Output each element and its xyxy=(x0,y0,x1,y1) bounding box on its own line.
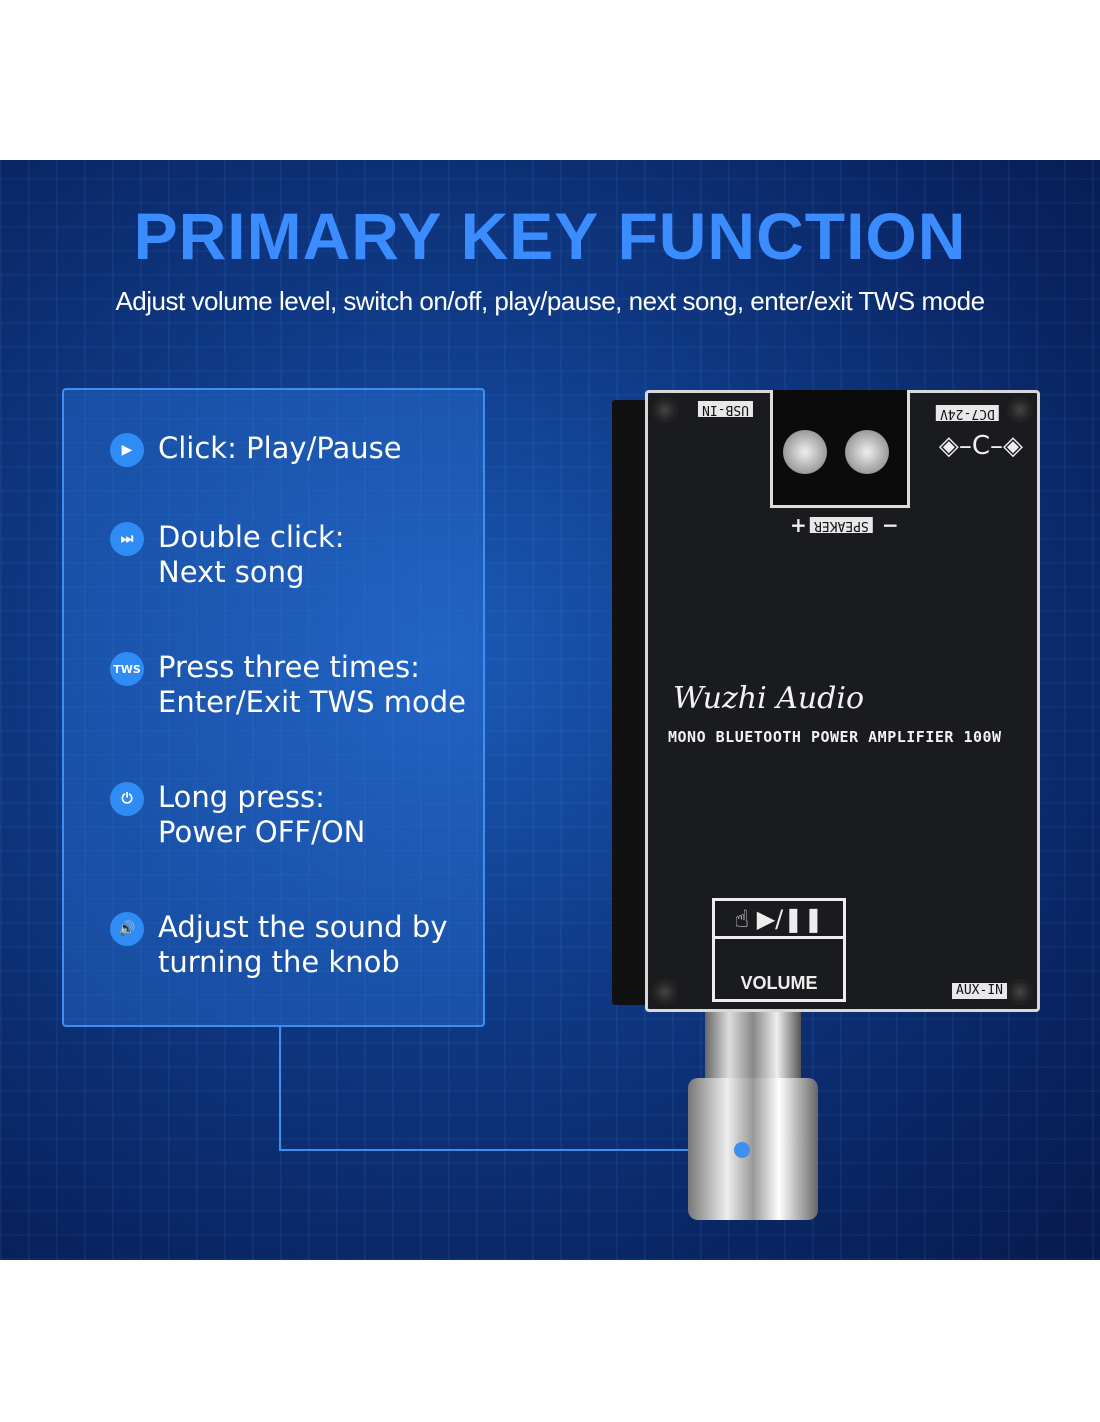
tws-icon: TWS xyxy=(110,652,144,686)
play-pause-icon: ☝ ▶/❚❚ xyxy=(715,901,843,939)
function-item: ▶ Click: Play/Pause xyxy=(110,431,402,467)
speaker-minus: − xyxy=(882,513,899,537)
connector-dot xyxy=(734,1142,750,1158)
terminal-screw xyxy=(845,430,889,474)
screw-icon xyxy=(1007,397,1033,423)
subtitle: Adjust volume level, switch on/off, play… xyxy=(115,286,985,316)
functions-panel: ▶ Click: Play/Pause ⏭ Double click:Next so… xyxy=(62,388,485,1027)
function-label: Press three times: xyxy=(158,650,420,684)
volume-knob xyxy=(688,1078,818,1220)
function-item: TWS Press three times:Enter/Exit TWS mode xyxy=(110,650,466,720)
function-label: Click: Play/Pause xyxy=(158,431,402,465)
page-title: PRIMARY KEY FUNCTION xyxy=(133,199,967,273)
function-label: Double click: xyxy=(158,520,345,554)
function-desc: Power OFF/ON xyxy=(158,815,366,849)
dc-polarity-icon: ◈–C–◈ xyxy=(938,431,1023,461)
play-icon: ▶ xyxy=(110,433,144,467)
speaker-plus: + xyxy=(790,513,807,537)
function-item: ⏭ Double click:Next song xyxy=(110,520,345,590)
volume-diagram: ☝ ▶/❚❚ VOLUME xyxy=(712,898,846,1002)
next-track-icon: ⏭ xyxy=(110,522,144,556)
function-item: ⏻ Long press:Power OFF/ON xyxy=(110,780,365,850)
function-desc: turning the knob xyxy=(158,945,400,979)
knob-shaft xyxy=(705,1012,801,1080)
screw-icon xyxy=(652,397,678,423)
amplifier-board: USB-IN + SPEAKER − DC7-24V ◈–C–◈ Wuzhi A… xyxy=(645,390,1040,1012)
speaker-terminal xyxy=(770,390,910,508)
model-text: MONO BLUETOOTH POWER AMPLIFIER 100W xyxy=(668,728,1002,746)
dc-label: DC7-24V xyxy=(936,405,999,421)
brand-logo: Wuzhi Audio xyxy=(673,681,865,716)
screw-icon xyxy=(1007,979,1033,1005)
aux-label: AUX-IN xyxy=(952,983,1007,999)
connector-line xyxy=(279,1149,741,1151)
board-side xyxy=(612,400,648,1005)
volume-label: VOLUME xyxy=(740,973,818,993)
speaker-label: SPEAKER xyxy=(810,517,873,533)
function-desc: Next song xyxy=(158,555,305,589)
usb-label: USB-IN xyxy=(698,401,753,417)
function-label: Long press: xyxy=(158,780,325,814)
screw-icon xyxy=(652,979,678,1005)
function-label: Adjust the sound by xyxy=(158,910,448,944)
power-icon: ⏻ xyxy=(110,782,144,816)
product-banner: PRIMARY KEY FUNCTION Adjust volume level… xyxy=(0,160,1100,1260)
speaker-icon: 🔊 xyxy=(110,912,144,946)
connector-line xyxy=(279,1027,281,1151)
function-desc: Enter/Exit TWS mode xyxy=(158,685,466,719)
terminal-screw xyxy=(783,430,827,474)
